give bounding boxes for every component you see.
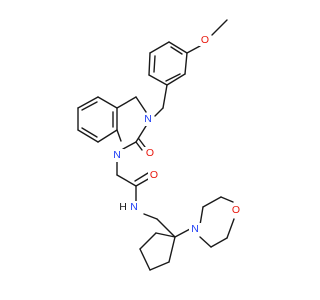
ring-nitrogen-1-label: N <box>113 149 121 161</box>
morpholine-oxygen-label: O <box>232 204 240 216</box>
benzyl-bond <box>162 84 168 109</box>
quinazolinone-core <box>77 96 147 151</box>
methoxy-oxygen-label: O <box>201 34 209 46</box>
urea-oxygen-label: O <box>146 147 154 159</box>
cyclopentane-ring <box>139 232 176 271</box>
benzyl-n-bond <box>154 107 164 117</box>
morpholine-ring <box>174 196 235 248</box>
morpholine-nitrogen-label: N <box>191 223 199 235</box>
methoxyphenyl-ring <box>148 41 188 86</box>
acetamide-linker <box>116 157 176 238</box>
amide-oxygen-label: O <box>150 169 158 181</box>
atom-labels: O N N O O N H N O <box>112 34 242 236</box>
methoxy-group <box>186 19 228 54</box>
ring-nitrogen-3-label: N <box>144 113 152 125</box>
amide-nitrogen-label: N <box>130 201 138 213</box>
amide-hydrogen-label: H <box>119 201 127 213</box>
molecule-structure: O N N O O N H N O <box>77 19 242 271</box>
